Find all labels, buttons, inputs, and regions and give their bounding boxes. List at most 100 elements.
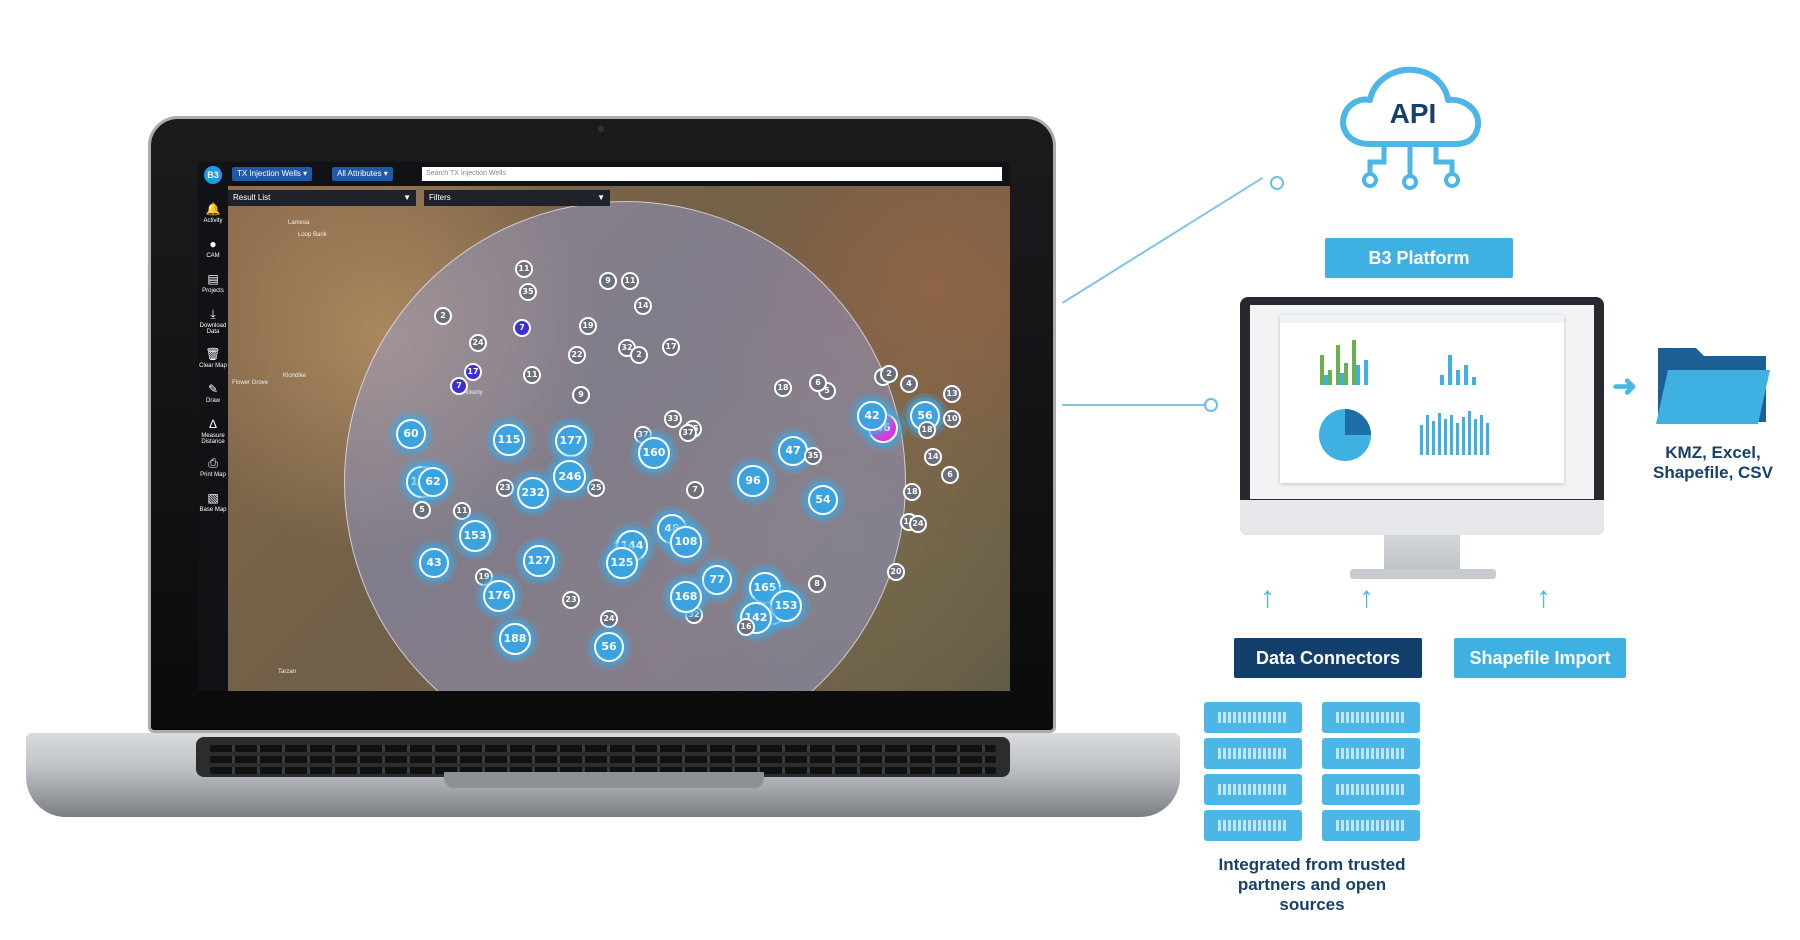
well-cluster-marker[interactable]: 165 <box>748 571 782 605</box>
well-cluster-marker[interactable]: 2 <box>880 365 898 383</box>
result-list-dropdown[interactable]: Result List ▼ <box>228 190 416 206</box>
well-cluster-marker[interactable]: 33 <box>664 410 682 428</box>
well-cluster-marker[interactable]: 168 <box>669 580 703 614</box>
well-cluster-marker[interactable]: 160 <box>637 436 671 470</box>
well-cluster-marker[interactable]: 19 <box>579 317 597 335</box>
well-cluster-marker[interactable]: 16 <box>737 618 755 636</box>
well-cluster-marker[interactable]: 24 <box>469 334 487 352</box>
well-cluster-marker[interactable]: 5 <box>413 501 431 519</box>
well-cluster-marker[interactable]: 11 <box>523 366 541 384</box>
town-label: Klondike <box>283 373 307 379</box>
well-cluster-marker[interactable]: 60 <box>395 418 427 450</box>
b3-platform-badge: B3 Platform <box>1325 238 1513 278</box>
well-cluster-marker[interactable]: 47 <box>778 436 808 466</box>
well-cluster-marker[interactable]: 24 <box>600 610 618 628</box>
trackpad-notch <box>444 772 764 788</box>
well-cluster-marker[interactable]: 11 <box>453 502 471 520</box>
well-cluster-marker[interactable]: 10 <box>943 410 961 428</box>
connector-node <box>1270 176 1284 190</box>
well-cluster-marker[interactable]: 18 <box>774 379 792 397</box>
projects-icon: ▤ <box>207 272 219 286</box>
well-cluster-marker[interactable]: 23 <box>496 479 514 497</box>
laptop-screen: B3 🔔 Activity ● CAM ▤ Projects ⤓ Downloa… <box>198 162 1010 691</box>
well-cluster-marker[interactable]: 18 <box>918 421 936 439</box>
well-cluster-marker[interactable]: 18 <box>903 483 921 501</box>
well-cluster-marker[interactable]: 13 <box>943 385 961 403</box>
well-cluster-marker[interactable]: 7 <box>450 377 468 395</box>
well-cluster-marker[interactable]: 62 <box>417 466 449 498</box>
well-cluster-marker[interactable]: 9 <box>599 272 617 290</box>
well-cluster-marker[interactable]: 14 <box>634 297 652 315</box>
well-cluster-marker[interactable]: 108 <box>670 526 702 558</box>
map-canvas[interactable]: Result List ▼ Filters ▼ Lamesa Loop Bank… <box>228 186 1010 691</box>
well-cluster-marker[interactable]: 246 <box>553 460 587 494</box>
well-cluster-marker[interactable]: 4 <box>900 375 918 393</box>
well-cluster-marker[interactable]: 177 <box>554 424 588 458</box>
well-cluster-marker[interactable]: 2 <box>434 307 452 325</box>
sidebar-item-activity[interactable]: 🔔 Activity <box>198 202 228 224</box>
caret-down-icon: ▼ <box>403 193 411 202</box>
well-cluster-marker[interactable]: 17 <box>464 363 482 381</box>
well-cluster-marker[interactable]: 11 <box>621 272 639 290</box>
attributes-dropdown[interactable]: All Attributes ▾ <box>332 167 393 181</box>
app-topbar: TX Injection Wells ▾ All Attributes ▾ Se… <box>228 162 1010 186</box>
well-cluster-marker[interactable]: 176 <box>482 579 516 613</box>
sidebar-item-measure[interactable]: ∆ Measure Distance <box>198 417 228 445</box>
well-cluster-marker[interactable]: 17 <box>662 338 680 356</box>
well-cluster-marker[interactable]: 54 <box>808 485 838 515</box>
well-cluster-marker[interactable]: 153 <box>769 589 803 623</box>
well-cluster-marker[interactable]: 232 <box>516 476 550 510</box>
well-cluster-marker[interactable]: 9 <box>572 386 590 404</box>
well-cluster-marker[interactable]: 23 <box>562 591 580 609</box>
filters-dropdown[interactable]: Filters ▼ <box>424 190 610 206</box>
well-cluster-marker[interactable]: 56 <box>593 631 625 663</box>
well-cluster-marker[interactable]: 37 <box>679 424 697 442</box>
well-cluster-marker[interactable]: 14 <box>924 448 942 466</box>
connector-line <box>1062 176 1264 304</box>
connector-node <box>1204 398 1218 412</box>
well-cluster-marker[interactable]: 35 <box>804 447 822 465</box>
dashboard-panel <box>1280 315 1564 483</box>
key-row <box>210 756 996 763</box>
well-cluster-marker[interactable]: 96 <box>737 465 769 497</box>
sidebar-item-label: Projects <box>202 288 224 294</box>
sidebar-item-print[interactable]: ⎙ Print Map <box>198 456 228 478</box>
well-cluster-marker[interactable]: 22 <box>568 346 586 364</box>
well-cluster-marker[interactable]: 7 <box>686 481 704 499</box>
well-cluster-marker[interactable]: 153 <box>458 519 492 553</box>
well-cluster-marker[interactable]: 6 <box>809 374 827 392</box>
well-cluster-marker[interactable]: 8 <box>808 575 826 593</box>
sidebar-item-projects[interactable]: ▤ Projects <box>198 272 228 294</box>
sidebar-item-draw[interactable]: ✎ Draw <box>198 382 228 404</box>
well-cluster-marker[interactable]: 125 <box>606 547 638 579</box>
sidebar-item-clear-map[interactable]: 🗑 Clear Map <box>198 347 228 369</box>
well-cluster-marker[interactable]: 188 <box>498 622 532 656</box>
dashboard-charts <box>1280 315 1564 461</box>
well-cluster-marker[interactable]: 25 <box>587 479 605 497</box>
well-cluster-marker[interactable]: 115 <box>493 424 525 456</box>
well-cluster-marker[interactable]: 24 <box>909 515 927 533</box>
app-logo[interactable]: B3 <box>204 166 222 184</box>
well-cluster-marker[interactable]: 77 <box>701 564 733 596</box>
layer-dropdown[interactable]: TX Injection Wells ▾ <box>232 167 313 181</box>
cloud-api-icon <box>1340 66 1482 190</box>
well-cluster-marker[interactable]: 20 <box>887 563 905 581</box>
well-cluster-marker[interactable]: 19 <box>475 568 493 586</box>
well-cluster-marker[interactable]: 6 <box>941 466 959 484</box>
well-cluster-marker[interactable]: 43 <box>419 548 449 578</box>
search-input[interactable]: Search TX Injection Wells <box>422 167 1002 181</box>
sidebar-item-cam[interactable]: ● CAM <box>198 237 228 259</box>
well-cluster-marker[interactable]: 7 <box>513 319 531 337</box>
sidebar-item-label: Measure Distance <box>201 433 225 445</box>
well-cluster-marker[interactable]: 127 <box>523 545 555 577</box>
sidebar-item-base-map[interactable]: ▧ Base Map <box>198 491 228 513</box>
well-cluster-marker[interactable]: 11 <box>515 260 533 278</box>
folder-icon <box>1656 348 1770 424</box>
well-cluster-marker[interactable]: 2 <box>630 346 648 364</box>
well-cluster-marker[interactable]: 35 <box>519 283 537 301</box>
sidebar-item-download[interactable]: ⤓ Download Data <box>198 307 228 335</box>
town-label: Lamesa <box>288 220 310 226</box>
well-cluster-marker[interactable]: 42 <box>857 401 887 431</box>
sidebar-item-label: Clear Map <box>199 363 227 369</box>
monitor-screen <box>1250 305 1594 499</box>
